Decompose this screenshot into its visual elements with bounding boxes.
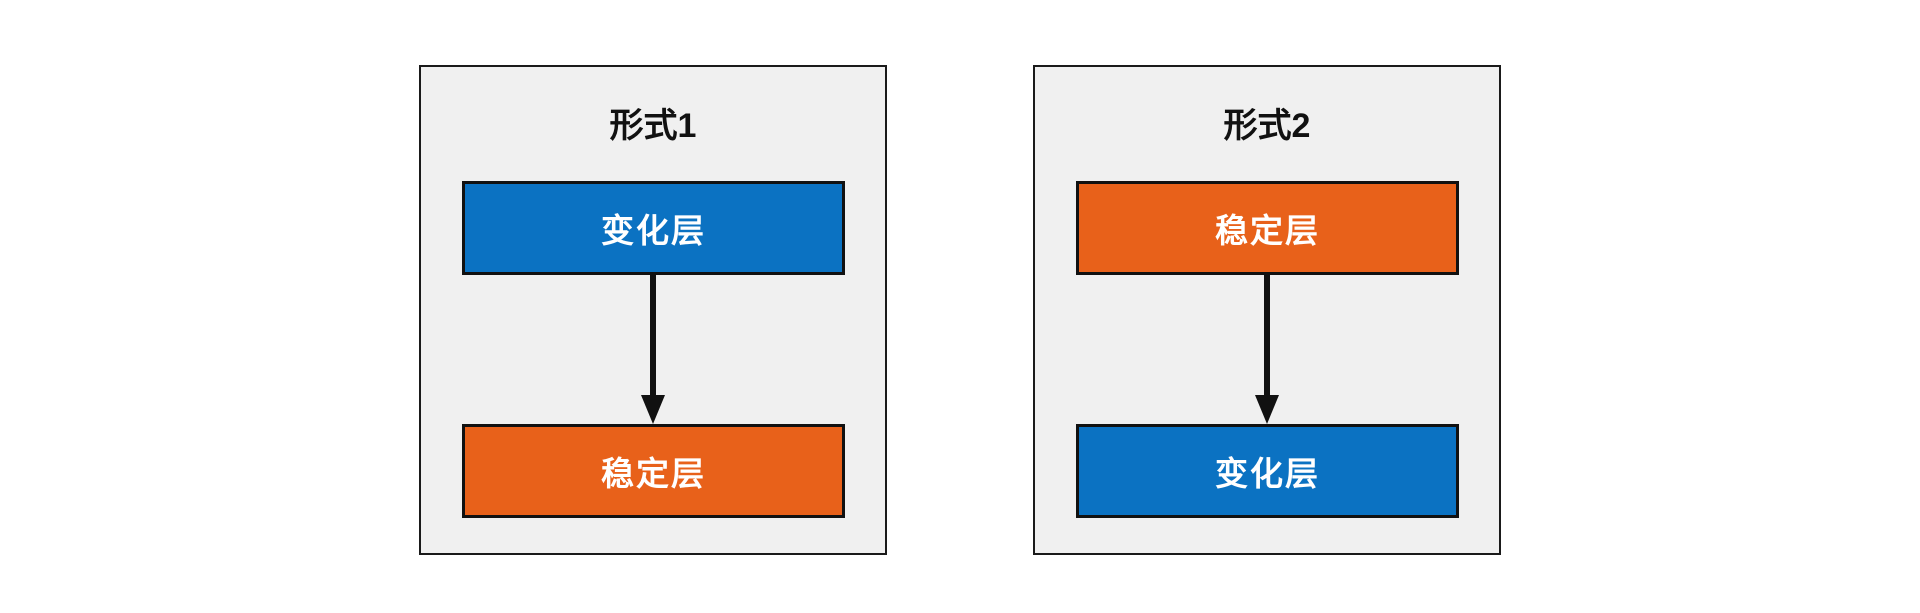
panel-2-bottom-box-label: 变化层	[1215, 455, 1320, 492]
down-arrow-icon	[641, 275, 665, 424]
panel-2-title: 形式2	[1223, 107, 1311, 145]
panel-2-top-box-label: 稳定层	[1215, 212, 1320, 249]
panel-1-bottom-box: 稳定层	[462, 424, 845, 518]
panel-1-top-box-label: 变化层	[601, 212, 706, 249]
panel-form-2: 形式2 稳定层 变化层	[1033, 65, 1501, 555]
panel-2-bottom-box: 变化层	[1076, 424, 1459, 518]
panel-2-top-box: 稳定层	[1076, 181, 1459, 275]
down-arrow-icon	[1255, 275, 1279, 424]
panel-1-title: 形式1	[609, 107, 697, 145]
panel-1-top-box: 变化层	[462, 181, 845, 275]
panel-form-1: 形式1 变化层 稳定层	[419, 65, 887, 555]
panel-1-bottom-box-label: 稳定层	[601, 455, 706, 492]
